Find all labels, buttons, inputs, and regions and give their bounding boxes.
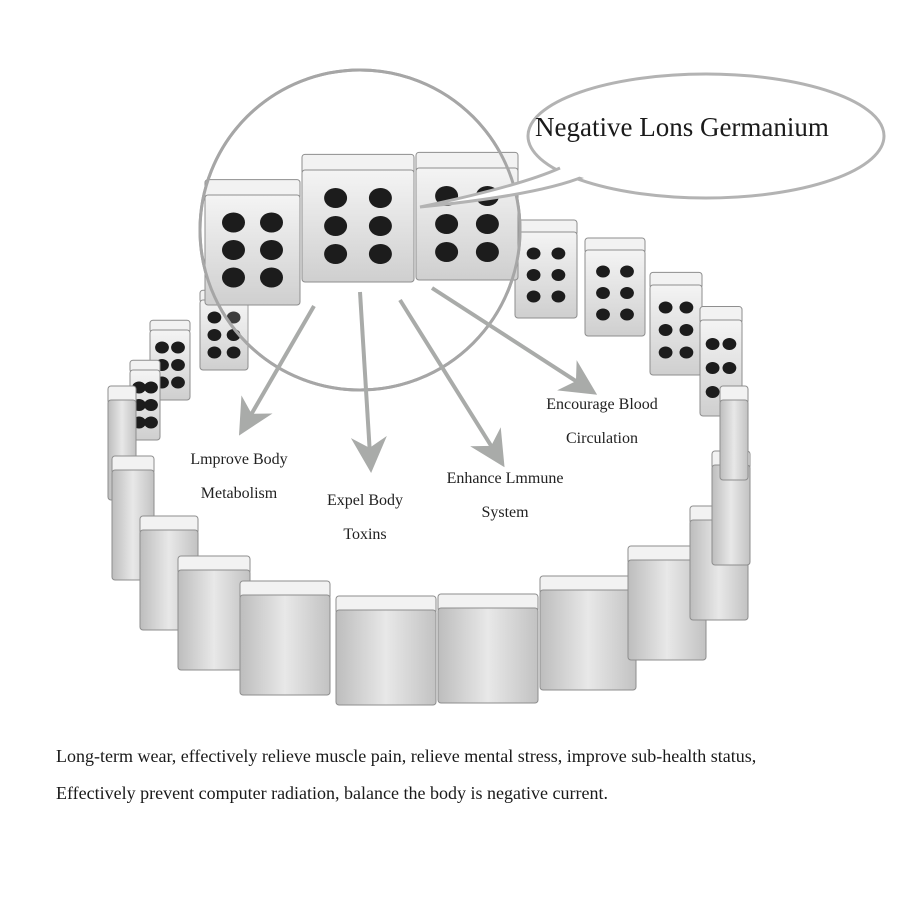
germanium-dot [658,346,673,359]
description-line1: Long-term wear, effectively relieve musc… [56,746,757,766]
germanium-dot [324,188,348,208]
germanium-dot [144,416,158,429]
germanium-dot [222,212,245,233]
bracelet-link-plain [335,595,437,706]
germanium-dot [207,311,222,324]
germanium-dot [171,376,185,389]
germanium-dot [679,346,694,359]
germanium-dot [620,265,634,278]
bubble-text: Negative Lons Germanium [535,112,829,142]
germanium-dot [171,359,185,371]
arrow-toxins [350,291,387,473]
germanium-dot [475,242,499,262]
bracelet-link-dotted [514,219,578,319]
germanium-dot [705,386,720,398]
bracelet-link-plain [719,385,749,481]
germanium-dot [526,269,541,281]
magnified-link [301,153,415,283]
germanium-dot [679,301,694,314]
germanium-dot [596,265,610,278]
product-description: Long-term wear, effectively relieve musc… [56,738,886,812]
germanium-dot [722,338,737,350]
bracelet-link-plain [437,593,539,704]
germanium-dot [705,338,720,350]
germanium-dot [144,381,158,394]
germanium-dot [222,240,245,260]
arrow-metabolism [238,304,316,436]
germanium-dot [324,216,348,236]
bracelet-link-plain [239,580,331,696]
germanium-dot [435,242,459,262]
bracelet-link-dotted [649,271,703,376]
callout-arrows [238,286,598,473]
germanium-dot [368,188,392,208]
description-line2: Effectively prevent computer radiation, … [56,783,608,803]
germanium-dot [551,247,566,260]
germanium-dot [596,287,610,299]
callout-immune-line2: System [481,504,529,521]
germanium-dot [368,244,392,264]
germanium-dot [171,341,185,354]
germanium-dot [526,247,541,260]
callout-toxins: Expel Body Toxins [300,484,430,552]
bracelet-front-links [107,385,751,706]
germanium-dot [658,301,673,314]
germanium-dot [551,269,566,281]
germanium-dot [435,214,459,234]
germanium-dot [722,362,737,374]
germanium-dot [222,267,245,288]
arrow-circulation [430,286,598,395]
callout-toxins-line1: Expel Body [327,492,403,509]
arrow-immune [398,298,505,468]
callout-metabolism-line2: Metabolism [200,485,278,502]
germanium-dot [526,290,541,303]
magnified-links [204,151,519,306]
germanium-dot [226,311,241,324]
germanium-dot [155,341,169,354]
germanium-dot [620,308,634,321]
callout-circulation-line2: Circulation [566,430,638,447]
callout-toxins-line2: Toxins [343,526,387,543]
germanium-dot [551,290,566,303]
germanium-dot [679,324,694,336]
germanium-dot [705,362,720,374]
callout-circulation: Encourage Blood Circulation [522,388,682,456]
bracelet-link-plain [177,555,251,671]
magnified-link [204,179,301,306]
callout-metabolism-line1: Lmprove Body [190,451,288,468]
callout-immune-line1: Enhance Lmmune [446,470,564,487]
germanium-dot [226,346,241,359]
germanium-dot [144,399,158,411]
bracelet-link-plain [627,545,707,661]
germanium-dot [596,308,610,321]
magnified-link [415,151,519,281]
callout-metabolism: Lmprove Body Metabolism [164,443,314,511]
germanium-dot [324,244,348,264]
germanium-dot [207,329,222,341]
bracelet-back-links [129,219,743,441]
germanium-dot [368,216,392,236]
callout-circulation-line1: Encourage Blood [546,396,658,413]
germanium-dot [260,240,283,260]
germanium-dot [260,267,283,288]
germanium-dot [260,212,283,233]
germanium-dot [620,287,634,299]
bracelet-link-dotted [584,237,646,337]
bracelet-link-plain [539,575,637,691]
callout-immune: Enhance Lmmune System [430,462,580,530]
germanium-dot [207,346,222,359]
germanium-dot [658,324,673,336]
speech-bubble [419,72,886,209]
germanium-dot [475,214,499,234]
